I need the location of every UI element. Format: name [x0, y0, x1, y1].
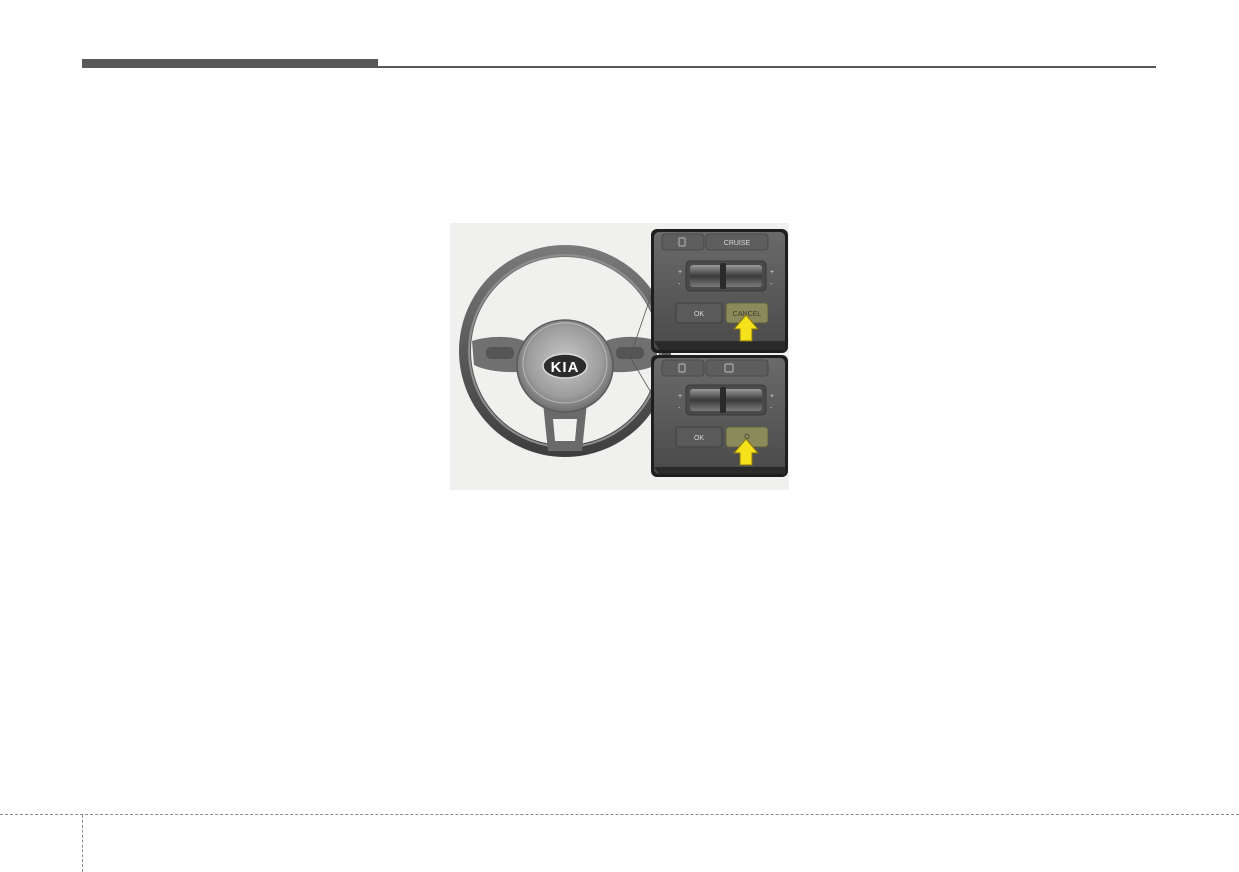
brand-logo-text: KIA	[551, 359, 580, 376]
control-panel-top: CRUISE + - + - OK CANCEL	[651, 229, 788, 353]
vol-plus-mark-bottom: +	[770, 393, 774, 400]
vol-minus-mark-bottom: -	[770, 405, 773, 412]
steering-wheel-figure: KIA CRUISE + - + - OK CANCEL	[450, 223, 789, 490]
footer-rule-dashed	[0, 814, 1239, 815]
control-panel-bottom: + - + - OK O	[651, 355, 788, 477]
res-plus-mark-bottom: +	[678, 393, 682, 400]
set-minus-mark-bottom: -	[678, 405, 681, 412]
phone-icon-bottom	[678, 363, 686, 373]
cruise-button-label: CRUISE	[724, 240, 751, 247]
cancel-button-label: CANCEL	[733, 311, 762, 318]
cruise-symbol-icon	[724, 363, 734, 373]
ok-button-label-top: OK	[694, 311, 704, 318]
cancel-symbol-label: O	[744, 434, 750, 441]
set-minus-mark: -	[678, 281, 681, 288]
footer-margin-dashed	[82, 815, 83, 872]
header-rule-thick	[82, 59, 378, 68]
steering-wheel: KIA	[459, 245, 671, 457]
res-plus-mark: +	[678, 269, 682, 276]
ok-button-label-bottom: OK	[694, 435, 704, 442]
brand-logo-badge	[542, 353, 588, 379]
phone-icon	[678, 237, 686, 247]
header-rule-thin	[378, 66, 1156, 68]
vol-plus-mark: +	[770, 269, 774, 276]
press-arrow-icon-top	[732, 314, 760, 342]
press-arrow-icon-bottom	[732, 438, 760, 466]
vol-minus-mark: -	[770, 281, 773, 288]
